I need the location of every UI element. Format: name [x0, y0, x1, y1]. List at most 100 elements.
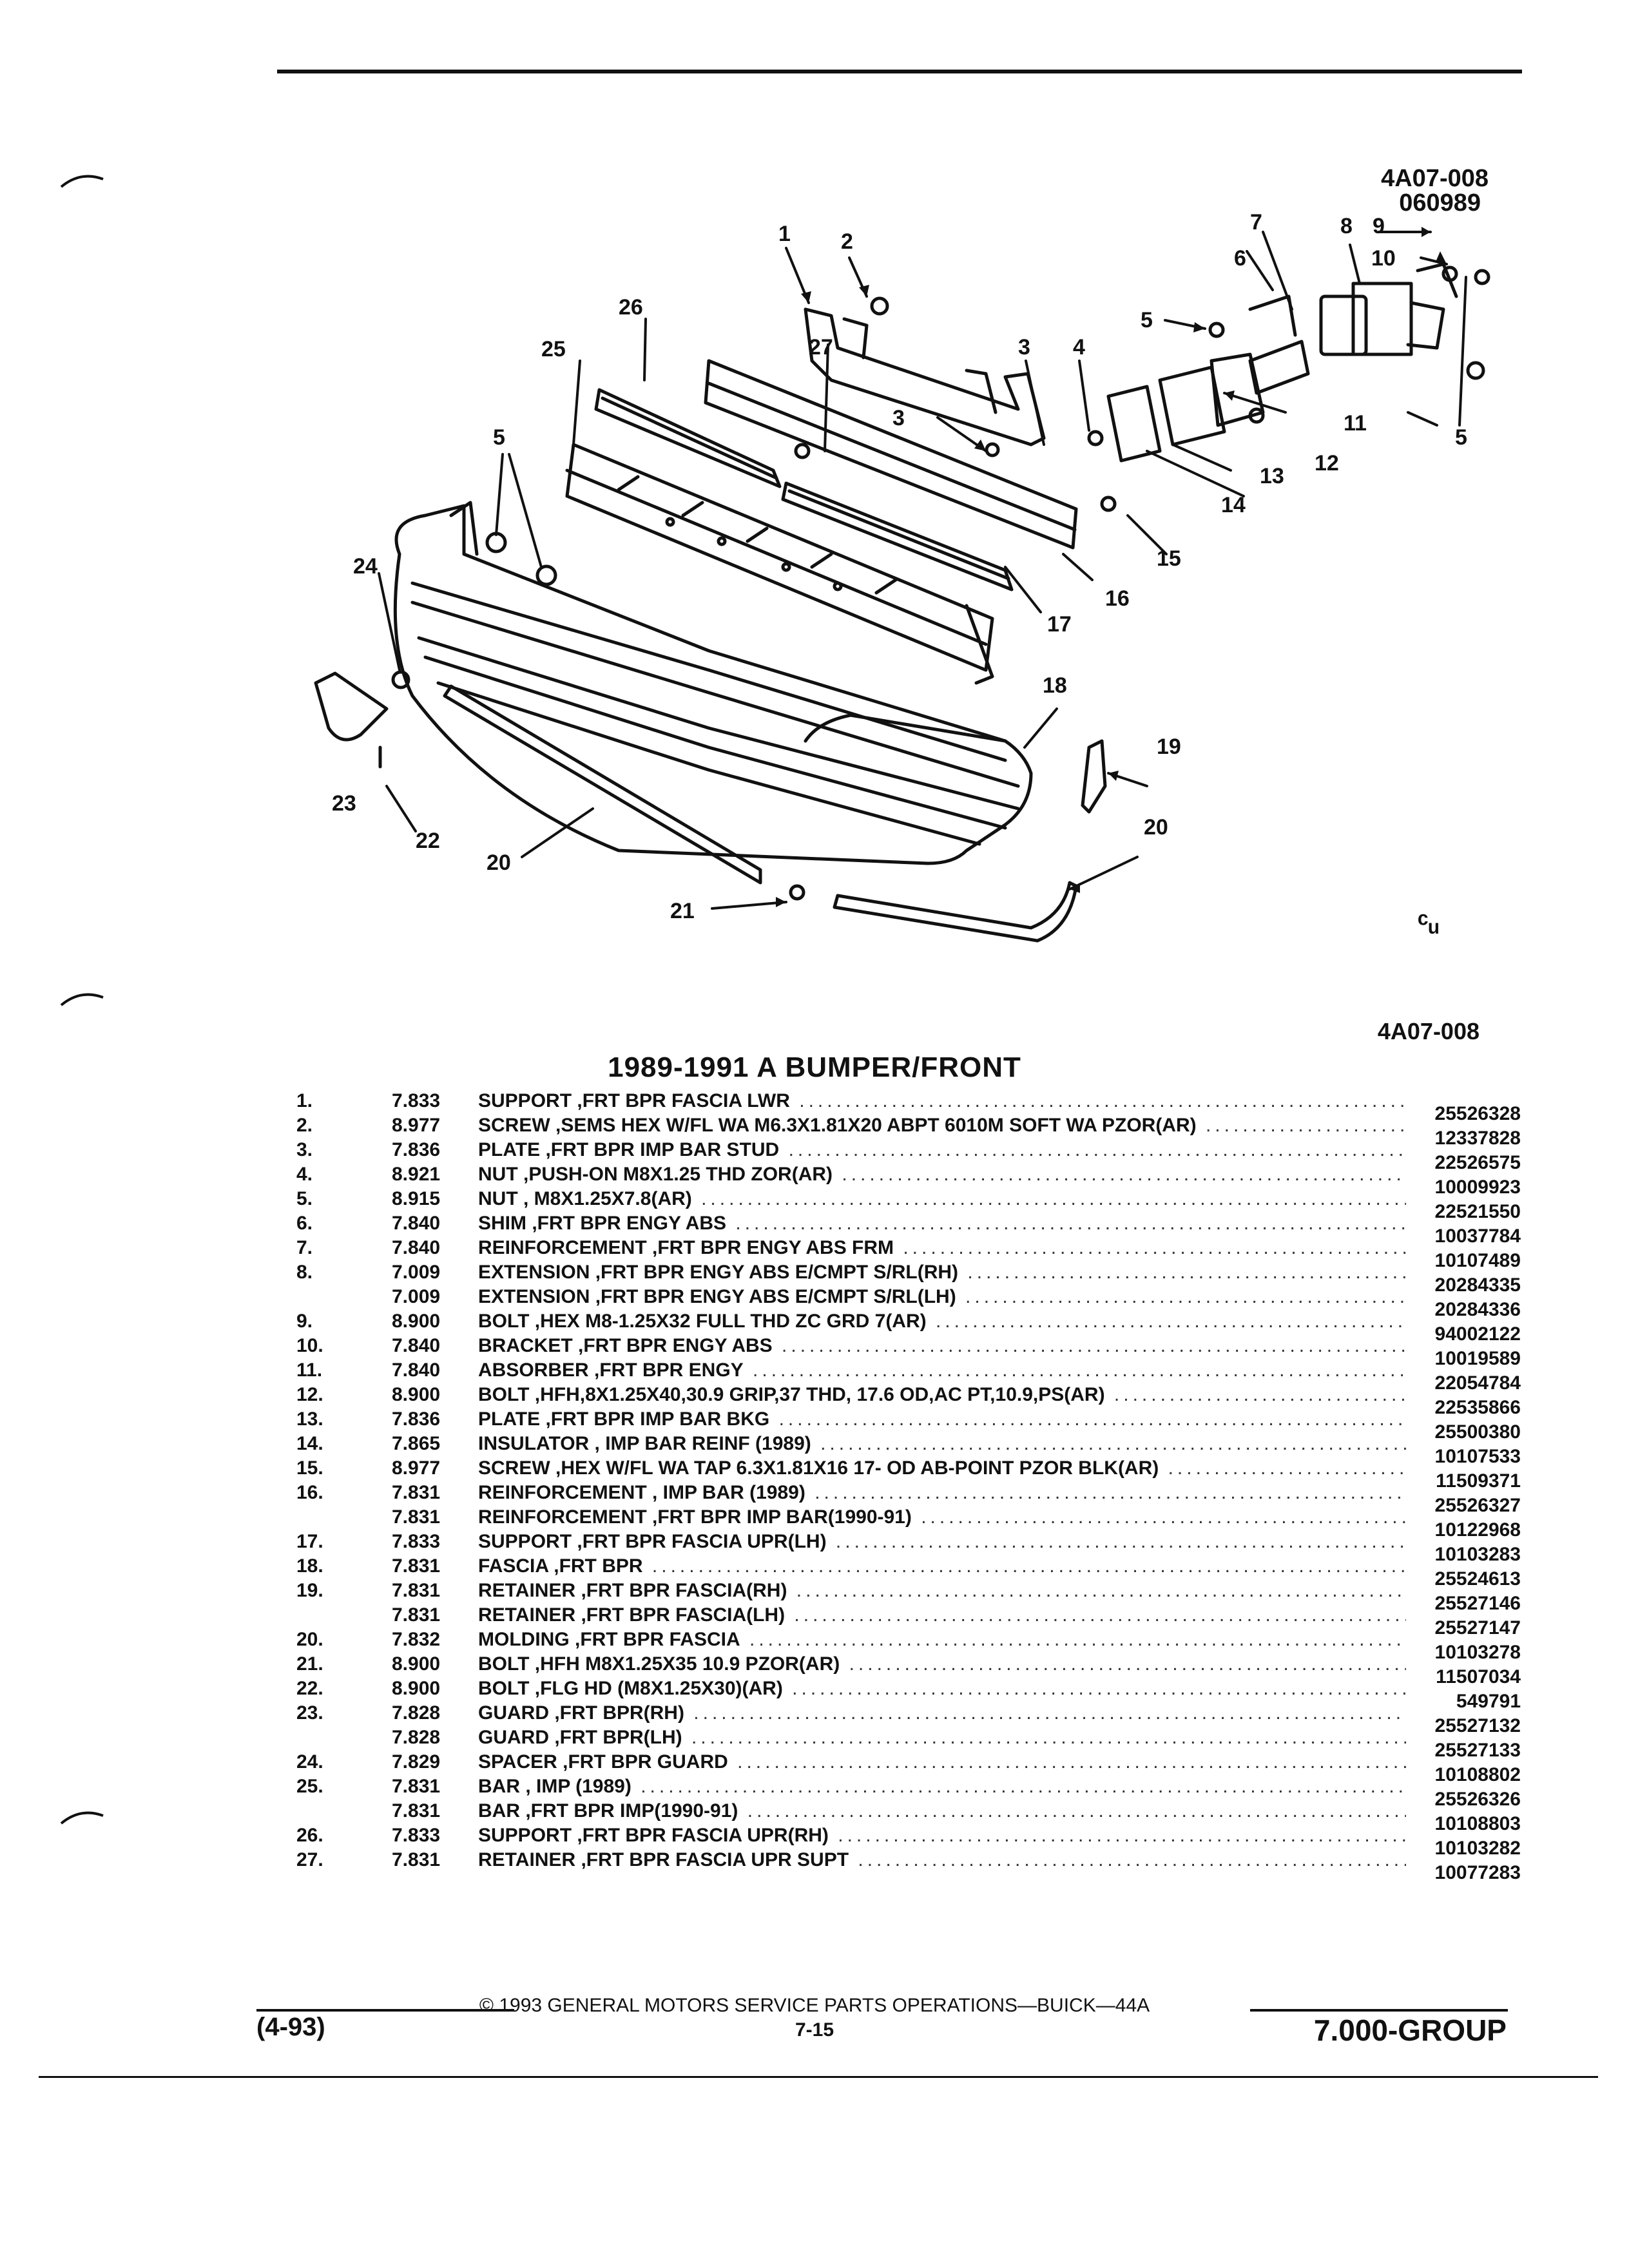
callout-18: 18 [1043, 673, 1067, 698]
part-number: 25527146 [1434, 1593, 1521, 1614]
part-number: 10077283 [1434, 1862, 1521, 1883]
callout-20a: 20 [487, 850, 511, 875]
part-group: 7.831 [392, 1482, 441, 1503]
leader-dots: ........................................… [788, 1139, 1406, 1160]
part-index: 11. [296, 1360, 323, 1381]
footer-rule-left [256, 2009, 514, 2012]
part-group: 7.828 [392, 1702, 441, 1724]
arrowheads [776, 227, 1447, 907]
part-number: 25526328 [1434, 1103, 1521, 1124]
part-description: NUT ,PUSH-ON M8X1.25 THD ZOR(AR) .......… [478, 1162, 1406, 1187]
part-number: 10019589 [1434, 1348, 1521, 1369]
callout-22: 22 [416, 829, 440, 853]
part-group: 7.831 [392, 1800, 441, 1821]
callout-20b: 20 [1144, 815, 1168, 840]
part-index: 4. [296, 1164, 313, 1185]
part-description: REINFORCEMENT ,FRT BPR ENGY ABS FRM ....… [478, 1236, 1406, 1260]
part-group: 8.900 [392, 1384, 441, 1405]
part-description: GUARD ,FRT BPR(LH) .....................… [478, 1725, 1406, 1750]
part-index: 9. [296, 1311, 313, 1332]
callout-16: 16 [1105, 586, 1130, 611]
part-index: 21. [296, 1653, 323, 1675]
part-description: BOLT ,HFH M8X1.25X35 10.9 PZOR(AR) .....… [478, 1652, 1406, 1677]
part-number: 10103283 [1434, 1544, 1521, 1565]
part-number: 20284335 [1434, 1274, 1521, 1296]
part-number: 10108803 [1434, 1813, 1521, 1834]
leader-dots: ........................................… [794, 1604, 1406, 1626]
callout-3b: 3 [892, 406, 905, 430]
leader-dots: ........................................… [842, 1164, 1406, 1185]
part-group: 8.900 [392, 1653, 441, 1675]
part-description: BOLT ,HFH,8X1.25X40,30.9 GRIP,37 THD, 17… [478, 1383, 1406, 1407]
leader-dots: ........................................… [849, 1653, 1406, 1675]
part-index: 12. [296, 1384, 323, 1405]
part-group: 7.836 [392, 1408, 441, 1430]
part-number: 10009923 [1434, 1177, 1521, 1198]
upper-support-rh-shape [594, 388, 782, 488]
part-index: 2. [296, 1115, 313, 1136]
leader-dots: ........................................… [838, 1825, 1406, 1846]
part-number: 10103282 [1434, 1838, 1521, 1859]
part-number: 25527133 [1434, 1740, 1521, 1761]
callout-14: 14 [1221, 493, 1246, 517]
part-number: 25527132 [1434, 1715, 1521, 1736]
part-number: 25526326 [1434, 1789, 1521, 1810]
part-group: 8.921 [392, 1164, 441, 1185]
callout-15: 15 [1157, 546, 1181, 571]
part-number: 10122968 [1434, 1519, 1521, 1541]
part-index: 14. [296, 1433, 323, 1454]
callout-5b: 5 [1455, 425, 1467, 450]
part-group: 7.009 [392, 1262, 441, 1283]
callout-11: 11 [1344, 411, 1367, 436]
part-number: 11509371 [1436, 1470, 1521, 1492]
part-description: BOLT ,HEX M8-1.25X32 FULL THD ZC GRD 7(A… [478, 1309, 1406, 1334]
callout-25: 25 [541, 337, 566, 361]
part-number: 22535866 [1434, 1397, 1521, 1418]
part-group: 7.840 [392, 1237, 441, 1258]
callout-17: 17 [1047, 612, 1072, 637]
callout-21: 21 [670, 899, 695, 923]
absorber-assembly-shape [1106, 262, 1458, 463]
footer-group: 7.000-GROUP [1313, 2013, 1507, 2047]
part-number: 12337828 [1434, 1128, 1521, 1149]
part-group: 8.977 [392, 1115, 441, 1136]
leader-dots: ........................................… [778, 1408, 1406, 1430]
part-number: 25526327 [1434, 1495, 1521, 1516]
leader-dots: ........................................… [747, 1800, 1406, 1821]
callout-26: 26 [619, 295, 643, 320]
part-description: RETAINER ,FRT BPR FASCIA(RH) ...........… [478, 1579, 1406, 1603]
leader-dots: ........................................… [1113, 1384, 1406, 1405]
part-group: 8.915 [392, 1188, 441, 1209]
part-group: 8.900 [392, 1678, 441, 1699]
part-group: 7.831 [392, 1506, 441, 1528]
callout-4: 4 [1073, 335, 1085, 360]
part-number: 10108802 [1434, 1764, 1521, 1785]
leader-dots: ........................................… [965, 1286, 1406, 1307]
leader-dots: ........................................… [782, 1335, 1406, 1356]
part-index: 10. [296, 1335, 323, 1356]
leader-dots: ........................................… [799, 1090, 1406, 1111]
part-group: 7.836 [392, 1139, 441, 1160]
fasteners-shape [378, 265, 1490, 901]
reinforcement-shape [704, 359, 1078, 550]
part-description: REINFORCEMENT , IMP BAR (1989) .........… [478, 1481, 1406, 1505]
leader-dots: ........................................… [820, 1433, 1406, 1454]
part-number: 10103278 [1434, 1642, 1521, 1663]
part-number: 22054784 [1434, 1372, 1521, 1394]
molding-lh-shape [443, 684, 762, 885]
callout-10: 10 [1371, 246, 1396, 271]
part-description: INSULATOR , IMP BAR REINF (1989) .......… [478, 1432, 1406, 1456]
figure-code-bottom: 4A07-008 [1377, 1018, 1480, 1044]
part-number: 11507034 [1436, 1666, 1521, 1687]
part-index: 13. [296, 1408, 323, 1430]
footer-rule-right [1250, 2009, 1508, 2012]
part-group: 7.833 [392, 1531, 441, 1552]
fascia-shape [393, 501, 1033, 865]
part-index: 6. [296, 1213, 313, 1234]
